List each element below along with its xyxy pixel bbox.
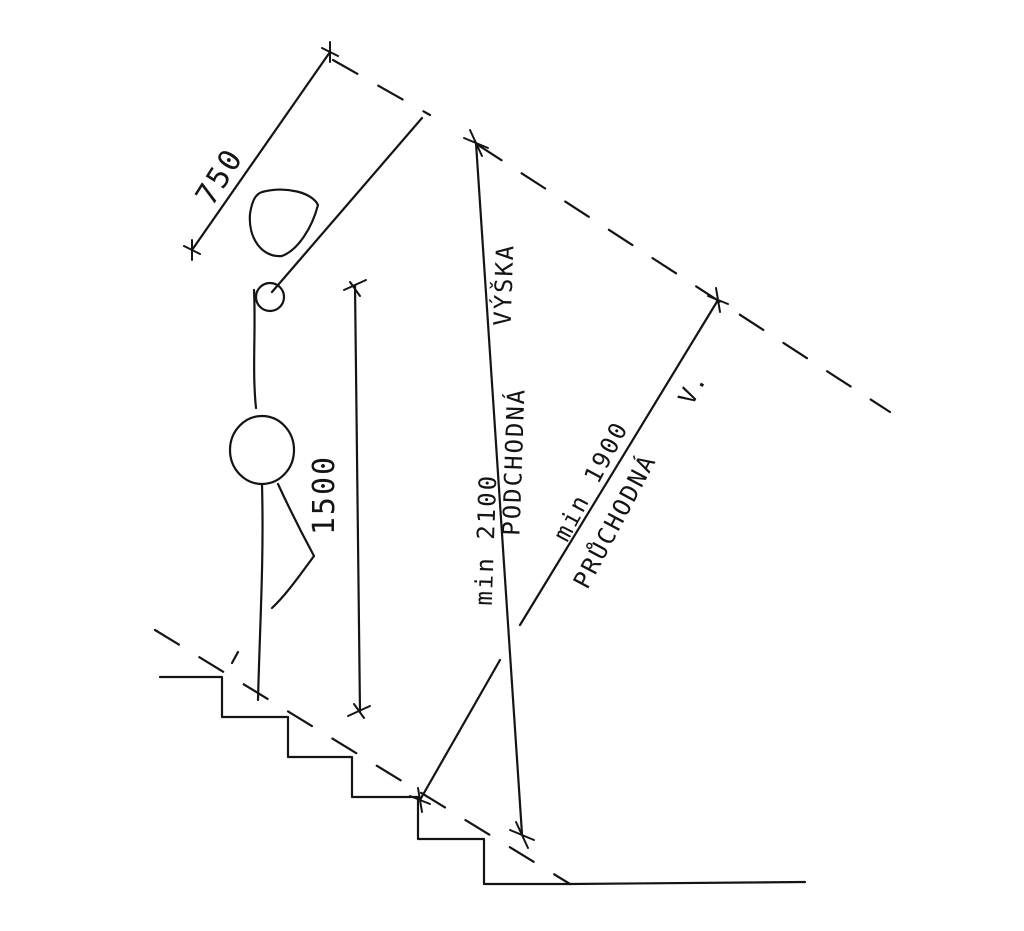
person-figure	[228, 188, 320, 702]
headroom-label-line1: min 2100	[470, 473, 503, 605]
staircase-profile	[158, 675, 807, 886]
person-head	[248, 188, 320, 258]
dim-750-label: 750	[189, 142, 251, 212]
person-leg-front	[270, 482, 316, 610]
headroom-dimension-2100: min 2100 PODCHODNÁ VÝŠKA	[463, 129, 535, 849]
person-torso	[228, 414, 296, 486]
ceiling-line-upper	[331, 58, 432, 117]
passage-label-line3: V.	[673, 367, 713, 409]
stair-pitch-line	[153, 628, 572, 886]
person-leg-rear	[256, 482, 264, 702]
person-hand	[254, 281, 286, 313]
reach-dimension-750: 750	[183, 41, 424, 294]
person-foot	[230, 650, 240, 665]
ceiling-line-lower	[476, 143, 892, 414]
person-back	[252, 288, 258, 410]
headroom-label-line2: PODCHODNÁ	[496, 387, 530, 536]
height-dimension-1500: 1500	[307, 279, 371, 719]
passage-dimension-1900: min 1900 PRŮCHODNÁ V.	[409, 287, 729, 813]
dim-1500-label: 1500	[307, 455, 342, 535]
headroom-label-line3: VÝŠKA	[487, 243, 520, 326]
